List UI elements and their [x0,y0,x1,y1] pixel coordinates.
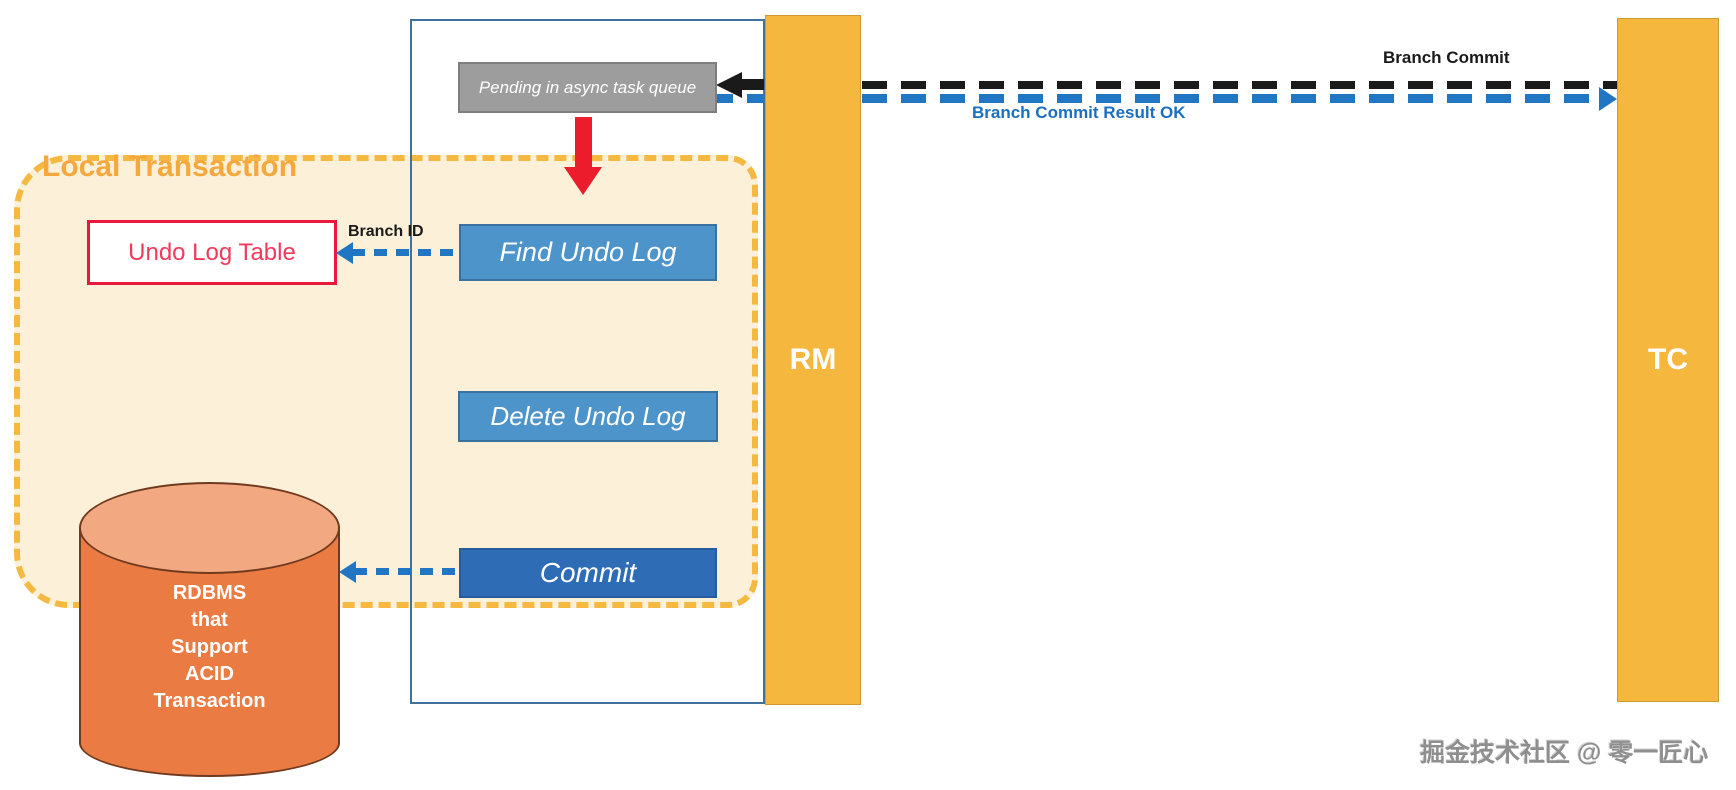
pending-async-queue-label: Pending in async task queue [478,77,697,97]
red-down-arrow-shaft [575,117,592,169]
find-undo-log-label: Find Undo Log [499,237,677,267]
branch-commit-result-arrowhead-icon [1599,87,1617,111]
database-cylinder-top [79,482,340,574]
tc-label: TC [1648,343,1688,376]
undo-log-table-label: Undo Log Table [128,238,296,266]
branch-id-dashed-line [352,249,459,256]
commit-arrowhead-icon [339,561,356,583]
local-transaction-label: Local Transaction [42,150,298,183]
database-label-line: that [191,609,228,631]
delete-undo-log-box: Delete Undo Log [458,391,718,442]
rm-label: RM [789,343,837,376]
branch-commit-arrowhead-icon [716,72,742,98]
branch-id-arrowhead-icon [336,242,353,264]
tc-bar: TC [1617,18,1719,702]
delete-undo-log-label: Delete Undo Log [490,401,686,431]
branch-commit-result-dashed-line [862,94,1600,103]
rm-bar: RM [765,15,861,705]
branch-commit-arrow-stub [742,79,764,90]
database-label-line: RDBMS [172,582,247,604]
branch-id-label: Branch ID [348,223,424,240]
database-label-line: Support [171,636,248,658]
database-label-line: Transaction [153,690,266,712]
branch-commit-dashed-line [862,81,1617,89]
branch-commit-label: Branch Commit [1383,48,1510,67]
branch-commit-result-label: Branch Commit Result OK [972,103,1186,122]
watermark-text: 掘金技术社区 @ 零一匠心 [1420,739,1709,767]
pending-async-queue-box: Pending in async task queue [458,62,717,113]
database-label-line: ACID [185,663,234,685]
undo-log-table-box: Undo Log Table [87,220,337,285]
commit-label: Commit [539,557,637,588]
red-down-arrowhead-icon [564,167,602,195]
commit-box: Commit [459,548,717,598]
branch-commit-result-dashed-line-left [708,94,763,103]
database-label: RDBMS that Support ACID Transaction [79,580,340,715]
find-undo-log-box: Find Undo Log [459,224,717,281]
rm-process-box [410,19,765,704]
commit-dashed-line [354,568,459,575]
